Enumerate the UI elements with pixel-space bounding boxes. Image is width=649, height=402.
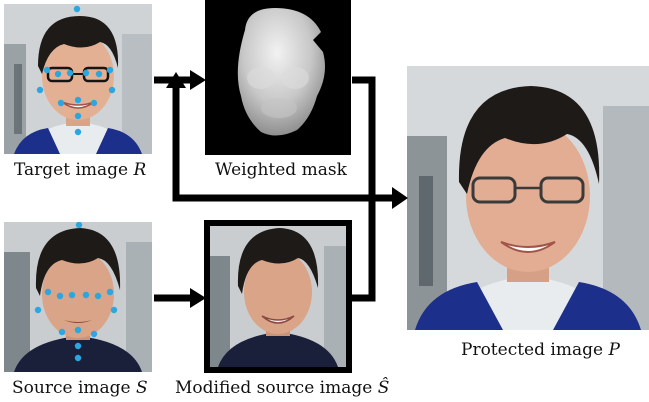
protected-image [407, 66, 649, 330]
modified-source-image [204, 220, 352, 373]
protected-caption-symbol: P [608, 340, 620, 360]
source-caption-symbol: S [135, 378, 148, 398]
modified-caption-symbol: Ŝ [377, 378, 390, 398]
target-image-caption: Target image R [14, 160, 146, 180]
protected-image-caption: Protected image P [461, 340, 620, 360]
protected-caption-text: Protected image [461, 340, 609, 360]
target-caption-text: Target image [14, 160, 134, 180]
line-modified-out [352, 198, 376, 302]
line-mask-out [352, 76, 376, 198]
source-caption-text: Source image [12, 378, 136, 398]
arrowhead-protected [392, 187, 408, 209]
target-caption-symbol: R [133, 160, 147, 180]
mask-caption-text: Weighted mask [215, 160, 347, 180]
weighted-mask [205, 0, 351, 155]
modified-caption-text: Modified source image [175, 378, 378, 398]
target-image [4, 4, 152, 154]
weighted-mask-caption: Weighted mask [215, 160, 347, 180]
modified-source-image-caption: Modified source image Ŝ [175, 378, 389, 398]
arrowhead-mask [190, 70, 206, 90]
source-image-caption: Source image S [12, 378, 148, 398]
arrowhead-loop-up [166, 72, 186, 88]
source-image [4, 222, 152, 372]
